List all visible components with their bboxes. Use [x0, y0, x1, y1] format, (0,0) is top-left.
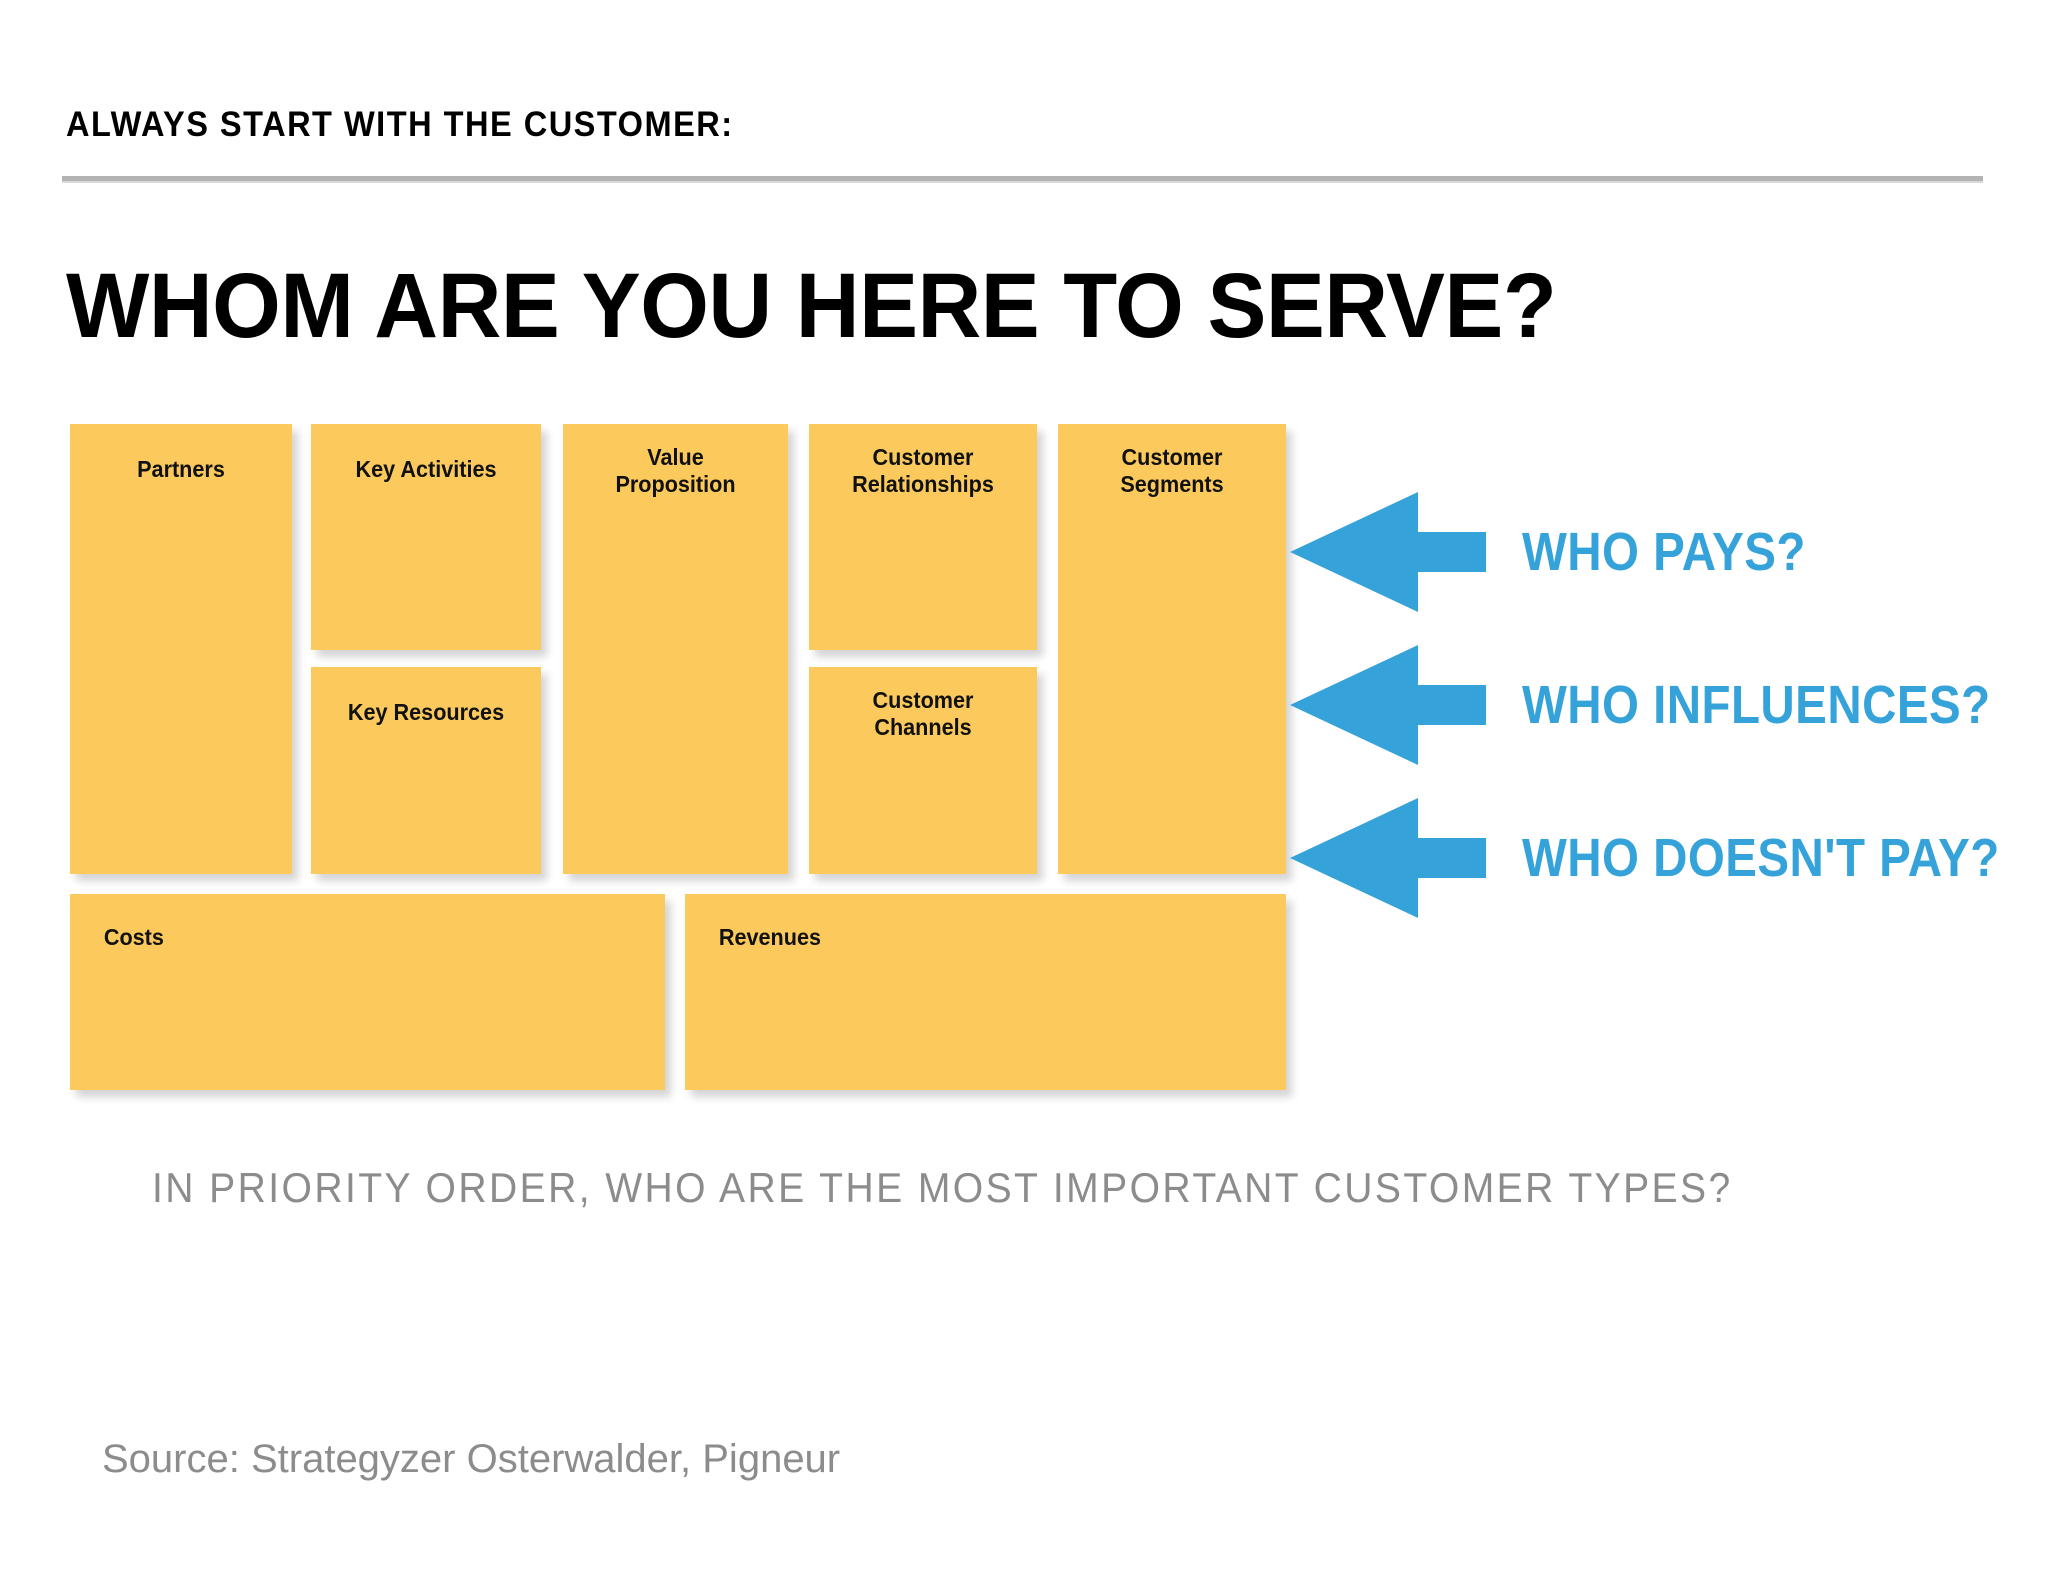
arrow-left-icon	[1290, 798, 1486, 918]
callout-who-doesnt-pay[interactable]: WHO DOESN'T PAY?	[1290, 798, 1999, 918]
canvas-block-partners[interactable]: Partners	[70, 424, 292, 874]
slide-eyebrow: ALWAYS START WITH THE CUSTOMER:	[66, 105, 734, 144]
canvas-block-value-proposition[interactable]: Value Proposition	[563, 424, 788, 874]
canvas-block-revenues[interactable]: Revenues	[685, 894, 1286, 1090]
canvas-block-label: Partners	[137, 456, 225, 482]
header-divider	[62, 176, 1983, 183]
callout-label: WHO PAYS?	[1522, 522, 1806, 582]
canvas-block-key-activities[interactable]: Key Activities	[311, 424, 541, 650]
callout-who-influences[interactable]: WHO INFLUENCES?	[1290, 645, 1990, 765]
canvas-block-customer-relationships[interactable]: Customer Relationships	[809, 424, 1037, 650]
canvas-block-customer-segments[interactable]: Customer Segments	[1058, 424, 1286, 874]
canvas-block-customer-channels[interactable]: Customer Channels	[809, 667, 1037, 874]
canvas-block-label: Revenues	[718, 924, 821, 950]
callout-label: WHO DOESN'T PAY?	[1522, 828, 2000, 888]
source-attribution: Source: Strategyzer Osterwalder, Pigneur	[102, 1437, 841, 1481]
canvas-block-label: Customer Channels	[872, 687, 974, 740]
canvas-block-label: Value Proposition	[615, 444, 736, 497]
canvas-block-key-resources[interactable]: Key Resources	[311, 667, 541, 874]
callout-label: WHO INFLUENCES?	[1522, 675, 1991, 735]
priority-question-caption: IN PRIORITY ORDER, WHO ARE THE MOST IMPO…	[152, 1164, 1733, 1211]
canvas-block-label: Key Resources	[347, 699, 505, 725]
canvas-block-label: Customer Relationships	[852, 444, 994, 497]
arrow-left-icon	[1290, 645, 1486, 765]
arrow-left-icon	[1290, 492, 1486, 612]
page-title: WHOM ARE YOU HERE TO SERVE?	[66, 254, 1557, 357]
callout-who-pays[interactable]: WHO PAYS?	[1290, 492, 1990, 612]
canvas-block-label: Key Activities	[355, 456, 497, 482]
canvas-block-costs[interactable]: Costs	[70, 894, 665, 1090]
canvas-block-label: Customer Segments	[1120, 444, 1224, 497]
canvas-block-label: Costs	[103, 924, 164, 950]
